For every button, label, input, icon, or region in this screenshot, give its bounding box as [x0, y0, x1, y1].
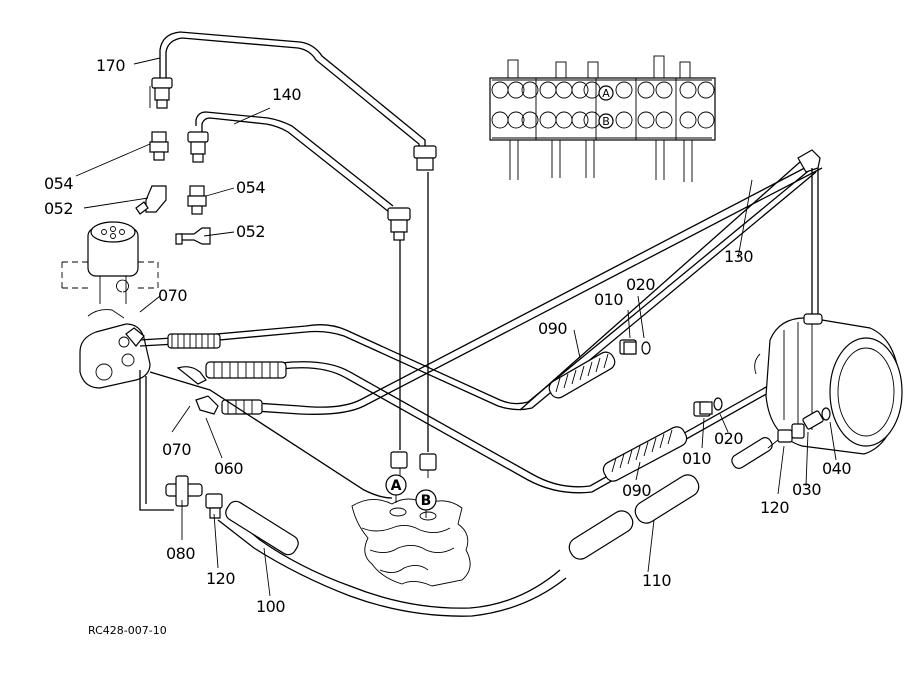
elbow-120-left	[205, 493, 223, 519]
callout-140: 140	[272, 85, 301, 104]
callout-010-lower: 010	[682, 449, 711, 468]
callout-052-upper: 052	[44, 199, 73, 218]
callout-020-lower: 020	[714, 429, 743, 448]
callout-170: 170	[96, 56, 125, 75]
tee-fitting-080	[165, 475, 203, 507]
callout-010-upper: 010	[594, 290, 623, 309]
valve-port-b-label: B	[602, 115, 610, 128]
hose-090-lower	[602, 401, 711, 482]
callouts: 170 140 054 052 054 052 070 070 060 080 …	[44, 56, 852, 616]
leader-lines	[75, 57, 837, 597]
steering-unit	[61, 221, 159, 304]
callout-090-lower: 090	[622, 481, 651, 500]
o-rings-020	[641, 341, 723, 411]
return-line	[217, 437, 779, 617]
valve-port-a-label: A	[602, 87, 610, 100]
callout-052-lower: 052	[236, 222, 265, 241]
elbow-052-upper	[135, 185, 167, 215]
hose-group-left	[125, 159, 823, 511]
callout-120-right: 120	[760, 498, 789, 517]
callout-070-lower: 070	[162, 440, 191, 459]
callout-120-left: 120	[206, 569, 235, 588]
port-b-label: B	[421, 493, 432, 509]
port-a-label: A	[391, 478, 402, 494]
callout-070-upper: 070	[158, 286, 187, 305]
callout-100: 100	[256, 597, 285, 616]
fittings-motor-side	[777, 407, 831, 443]
hydraulic-motor	[754, 313, 903, 455]
callout-040: 040	[822, 459, 851, 478]
elbow-052-lower	[175, 227, 211, 245]
callout-090-upper: 090	[538, 319, 567, 338]
connector-054-upper	[149, 131, 169, 161]
callout-130: 130	[724, 247, 753, 266]
callout-054-lower: 054	[236, 178, 265, 197]
connectors-010	[623, 341, 713, 415]
port-a-marker: A	[385, 474, 407, 503]
drawing-code: RC428-007-10	[88, 624, 167, 637]
callout-110: 110	[642, 571, 671, 590]
callout-080: 080	[166, 544, 195, 563]
pipe-170	[159, 31, 426, 152]
hose-130	[519, 149, 821, 411]
connector-054-lower	[187, 185, 207, 215]
control-valve-block: A B	[489, 55, 716, 182]
callout-030: 030	[792, 480, 821, 499]
callout-060: 060	[214, 459, 243, 478]
port-block-bottom	[351, 451, 471, 587]
pipe-140	[195, 111, 394, 213]
pipe-fittings	[151, 77, 437, 241]
callout-020-upper: 020	[626, 275, 655, 294]
port-b-marker: B	[415, 489, 437, 518]
callout-054-upper: 054	[44, 174, 73, 193]
